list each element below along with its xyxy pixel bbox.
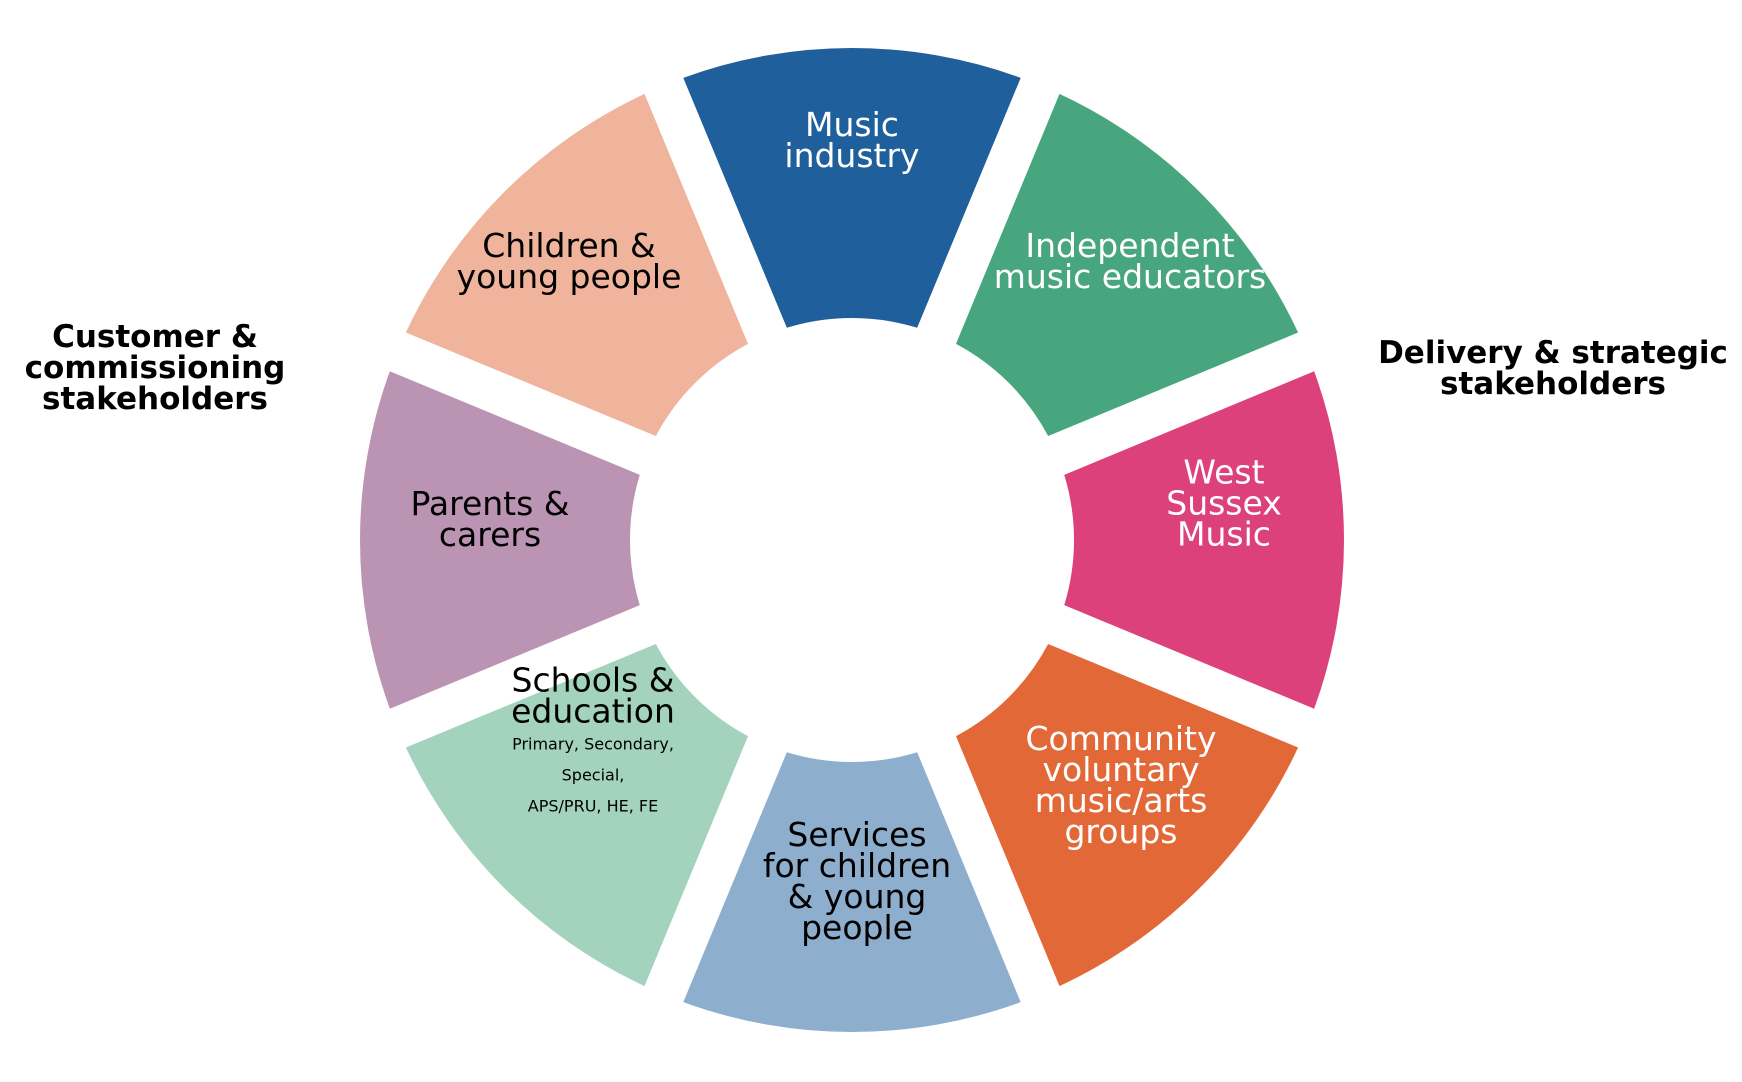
- segment-label-line: Children &: [482, 226, 656, 265]
- segment-sublabel-line: Special,: [562, 766, 625, 785]
- segment-label-line: Music: [1177, 515, 1271, 554]
- segment-label-line: music educators: [994, 257, 1266, 296]
- segment-community-voluntary-groups: [955, 643, 1299, 987]
- segment-label-line: for children: [763, 846, 951, 885]
- segment-label-line: carers: [439, 515, 541, 554]
- segment-label-line: young people: [457, 257, 682, 296]
- segment-music-industry: [683, 47, 1021, 328]
- segment-label-line: Services: [787, 815, 926, 854]
- segment-label-line: & young: [788, 877, 927, 916]
- segment-label-line: voluntary: [1043, 750, 1200, 789]
- segment-sublabel-line: Primary, Secondary,: [512, 735, 674, 754]
- segment-children-young-people: [405, 93, 749, 437]
- segment-label-line: Music: [805, 105, 899, 144]
- left-label-line: stakeholders: [42, 381, 268, 417]
- left-label-line: commissioning: [24, 350, 286, 386]
- segment-parents-carers: [359, 371, 640, 709]
- right-label-line: Delivery & strategic: [1378, 335, 1728, 371]
- segment-sublabel-line: APS/PRU, HE, FE: [528, 797, 658, 816]
- segment-label-children-young-people: Children &young people: [457, 226, 682, 296]
- segment-independent-music-educators: [955, 93, 1299, 437]
- segment-label-line: education: [511, 692, 675, 731]
- segment-label-line: industry: [784, 136, 919, 175]
- left-label-line: Customer &: [52, 319, 258, 355]
- wheel-segments: [359, 47, 1345, 1033]
- segment-label-line: music/arts: [1035, 781, 1208, 820]
- segment-services-for-children: [683, 752, 1021, 1033]
- segment-label-line: Parents &: [410, 484, 569, 523]
- segment-label-parents-carers: Parents &carers: [410, 484, 569, 554]
- delivery-strategic-stakeholders-label: Delivery & strategic stakeholders: [1378, 338, 1728, 400]
- segment-label-line: Schools &: [512, 661, 675, 700]
- customer-commissioning-stakeholders-label: Customer & commissioning stakeholders: [10, 322, 300, 415]
- segment-west-sussex-music: [1064, 371, 1345, 709]
- segment-label-line: Community: [1026, 719, 1217, 758]
- segment-label-line: groups: [1064, 812, 1177, 851]
- segment-label-line: West: [1183, 453, 1264, 492]
- segment-label-line: people: [801, 908, 913, 947]
- segment-label-line: Independent: [1025, 226, 1234, 265]
- segment-label-line: Sussex: [1166, 484, 1282, 523]
- segment-schools-education: [405, 643, 749, 987]
- right-label-line: stakeholders: [1440, 366, 1666, 402]
